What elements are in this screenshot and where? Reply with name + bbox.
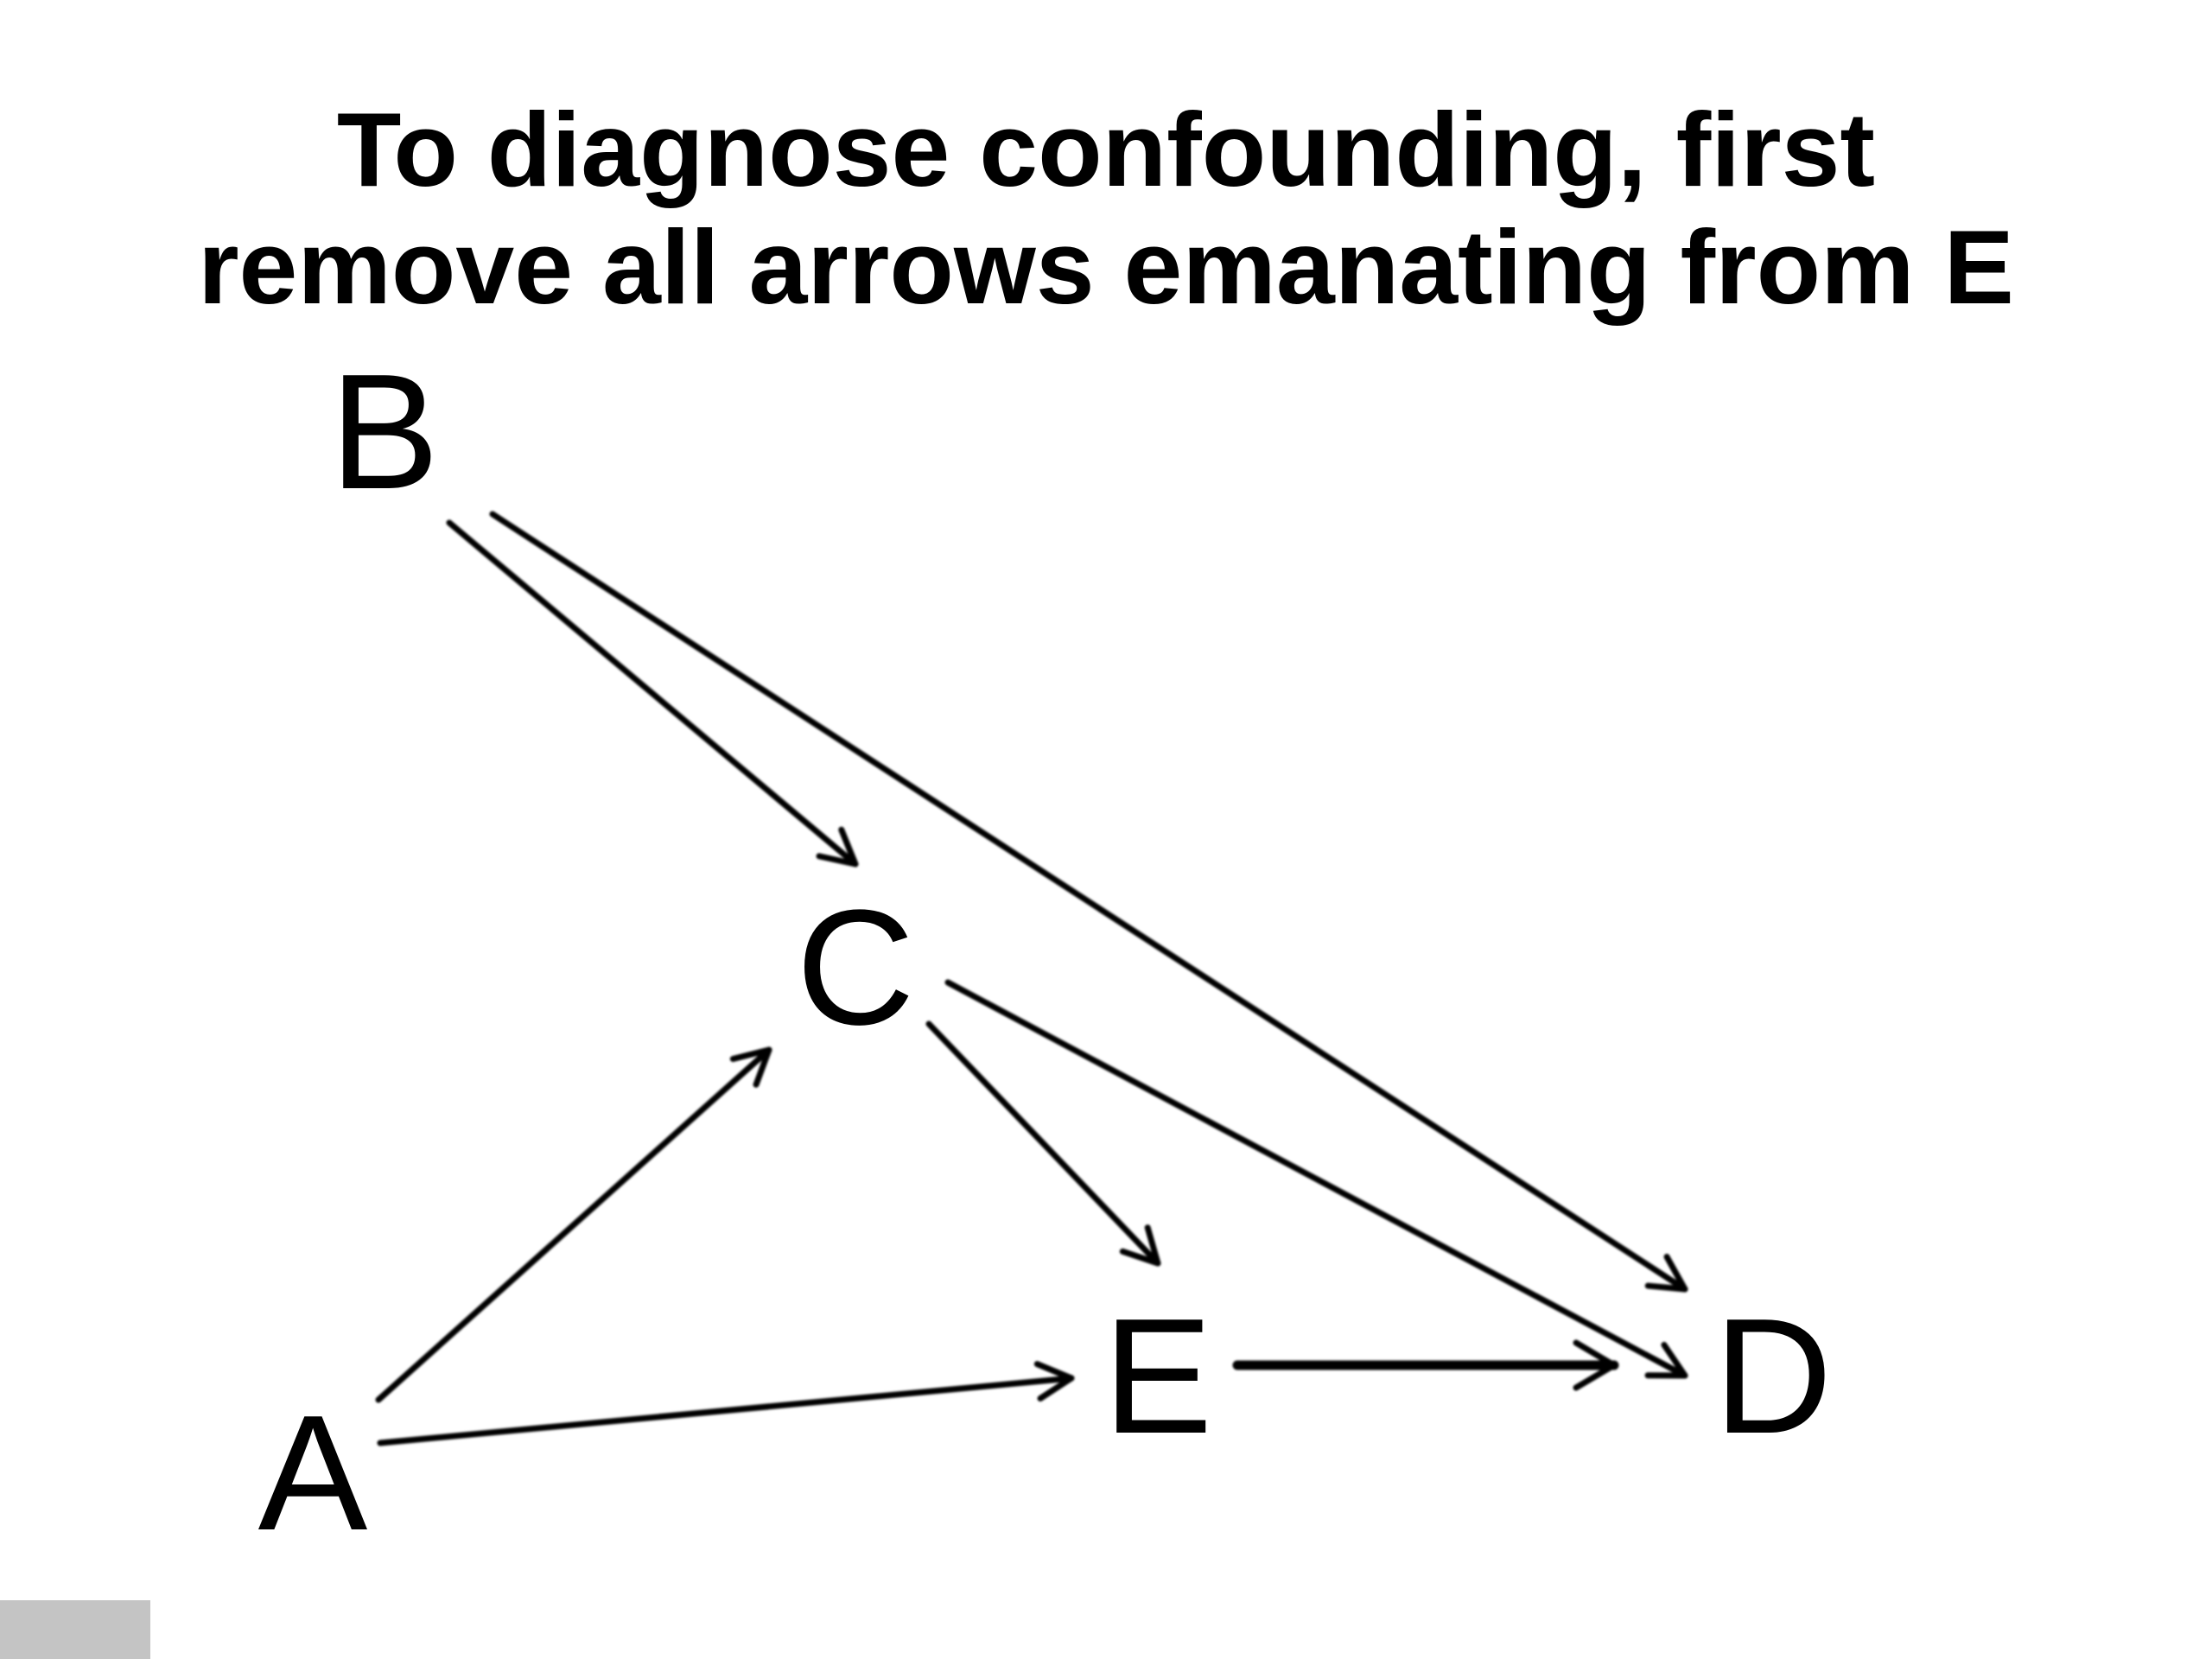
arrowhead-b-to-d [1644,1254,1688,1293]
slide-corner-tab [0,1600,150,1659]
arrowhead-e-to-d [1573,1339,1618,1391]
edge-b-to-d [489,511,1688,1293]
slide-title: To diagnose confounding, first remove al… [0,91,2212,326]
edges-layer [375,511,1688,1446]
title-line-1: To diagnose confounding, first [336,91,1876,208]
arrowhead-a-to-c [729,1046,772,1088]
arrowhead-a-to-e [1033,1361,1075,1402]
node-c: C [796,876,914,1059]
node-b: B [330,340,440,524]
edge-a-to-c [375,1046,772,1403]
node-e: E [1103,1285,1213,1468]
edge-b-to-c [446,519,859,868]
node-a: A [258,1382,368,1565]
nodes-layer: B C A E D [258,340,1833,1565]
arrowhead-b-to-c [816,826,859,868]
edge-a-to-e [377,1375,1075,1446]
arrowhead-c-to-e [1119,1224,1161,1267]
arrowhead-c-to-d [1644,1341,1688,1379]
node-d: D [1713,1285,1832,1468]
edge-c-to-e [925,1020,1161,1267]
edge-c-to-d [944,979,1688,1379]
title-line-2: remove all arrows emanating from E [198,208,2014,326]
